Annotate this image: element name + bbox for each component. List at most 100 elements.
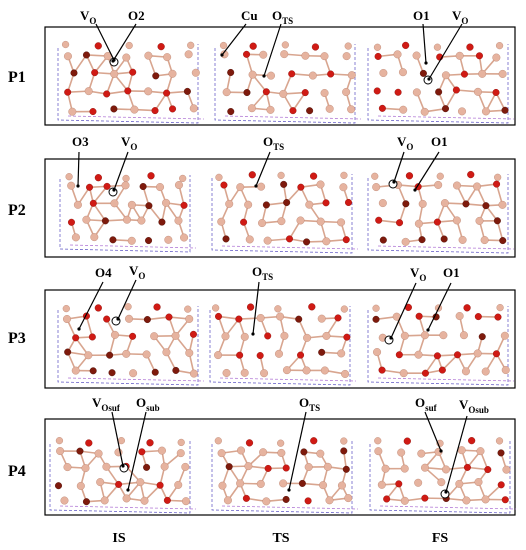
row-label-p4: P4: [8, 463, 26, 480]
p4-is-vacancy-label: VOsuf: [92, 395, 121, 413]
cu-atom: [458, 235, 467, 244]
cu-atom: [122, 349, 131, 358]
cu-atom: [263, 236, 272, 245]
o-atom: [249, 42, 257, 50]
cu-atom: [179, 174, 187, 183]
unit-cell-outline: [367, 44, 509, 124]
cu-atom: [62, 304, 70, 313]
o-atom: [334, 314, 342, 322]
cu-atom: [142, 350, 151, 359]
o-atom: [103, 90, 111, 98]
cu-atom: [245, 235, 254, 244]
cu-atom: [214, 437, 222, 445]
cu-atom: [237, 446, 246, 455]
cu-atom: [377, 480, 386, 489]
o-atom: [156, 481, 164, 489]
o-atom: [501, 106, 509, 114]
atomic-slab: [215, 171, 352, 246]
cu-atom: [240, 332, 249, 341]
cu-atom: [221, 332, 230, 341]
arrow-tip: [126, 488, 130, 492]
p1-fs-o1-label: O1: [413, 8, 430, 23]
o-atom: [54, 482, 62, 490]
o-atom: [109, 236, 117, 244]
o-atom: [327, 70, 335, 78]
cu-atom: [374, 447, 383, 456]
o-atom: [94, 42, 102, 50]
cu-atom: [84, 87, 93, 96]
o-atom: [151, 107, 159, 115]
o-atom: [283, 199, 291, 207]
cu-atom: [121, 181, 130, 190]
o-atom: [300, 448, 308, 456]
o-atom: [146, 439, 154, 447]
arrow-tip: [220, 53, 224, 57]
cu-atom: [316, 217, 325, 226]
o-atom: [297, 183, 305, 191]
o-atom: [438, 366, 446, 374]
cu-atom: [498, 69, 507, 78]
o-atom: [342, 236, 350, 244]
cu-atom: [180, 233, 189, 242]
cu-atom: [94, 449, 103, 458]
o-atom: [492, 88, 500, 96]
cu-atom: [163, 53, 172, 62]
o-atom: [246, 303, 255, 311]
cu-atom: [462, 496, 471, 505]
p3-ts-ots-label: OTS: [252, 264, 273, 282]
cu-atom: [129, 369, 138, 378]
cu-atom: [122, 174, 130, 183]
cu-atom: [393, 50, 402, 59]
cu-atom: [342, 52, 351, 61]
cu-atom: [476, 447, 485, 456]
cu-atom: [452, 181, 461, 190]
cu-atom: [223, 496, 232, 505]
cu-atom: [461, 367, 470, 376]
o-atom: [227, 108, 235, 116]
cu-atom: [498, 200, 507, 209]
bond: [92, 185, 108, 204]
o-atom: [264, 332, 272, 340]
o-atom: [467, 170, 475, 179]
cu-atom: [400, 464, 409, 473]
column-labels: IS TS FS: [112, 531, 448, 546]
arrow-tip: [389, 336, 393, 340]
o-atom: [227, 68, 235, 76]
cu-atom: [440, 199, 449, 208]
o-atom: [222, 235, 230, 243]
bond: [424, 355, 439, 374]
cu-atom: [473, 349, 482, 358]
cu-atom: [339, 183, 348, 192]
cu-atom: [181, 462, 190, 471]
o-atom: [145, 202, 153, 210]
cu-atom: [217, 449, 226, 458]
o-atom: [262, 88, 270, 96]
cu-atom: [347, 71, 356, 80]
cu-atom: [62, 315, 71, 324]
o-atom: [493, 217, 501, 225]
cu-atom: [277, 448, 286, 457]
column-label-fs: FS: [432, 531, 449, 546]
o-atom: [318, 348, 326, 356]
o-atom: [415, 312, 423, 320]
unit-cell-outline: [369, 440, 511, 514]
o-atom: [297, 351, 305, 359]
cu-atom: [67, 181, 76, 190]
o-atom: [373, 87, 381, 95]
o-atom: [165, 313, 173, 321]
o-atom: [248, 171, 256, 179]
p1-fs-vacancy-label: VO: [452, 8, 468, 26]
p3-fs-o1-label: O1: [443, 265, 460, 280]
panel-p4: [44, 418, 516, 516]
p2-fs-o1-label: O1: [431, 134, 448, 149]
arrow-tip: [424, 61, 428, 65]
p1-is-vacancy-label: VO: [80, 8, 96, 26]
cu-atom: [55, 437, 64, 445]
o-atom: [435, 88, 443, 96]
cu-atom: [130, 105, 139, 114]
annotation-arrow: [428, 23, 463, 80]
cu-atom: [171, 331, 180, 340]
o-atom: [243, 50, 251, 58]
o-atom: [243, 89, 251, 97]
arrow-tip: [77, 327, 81, 331]
